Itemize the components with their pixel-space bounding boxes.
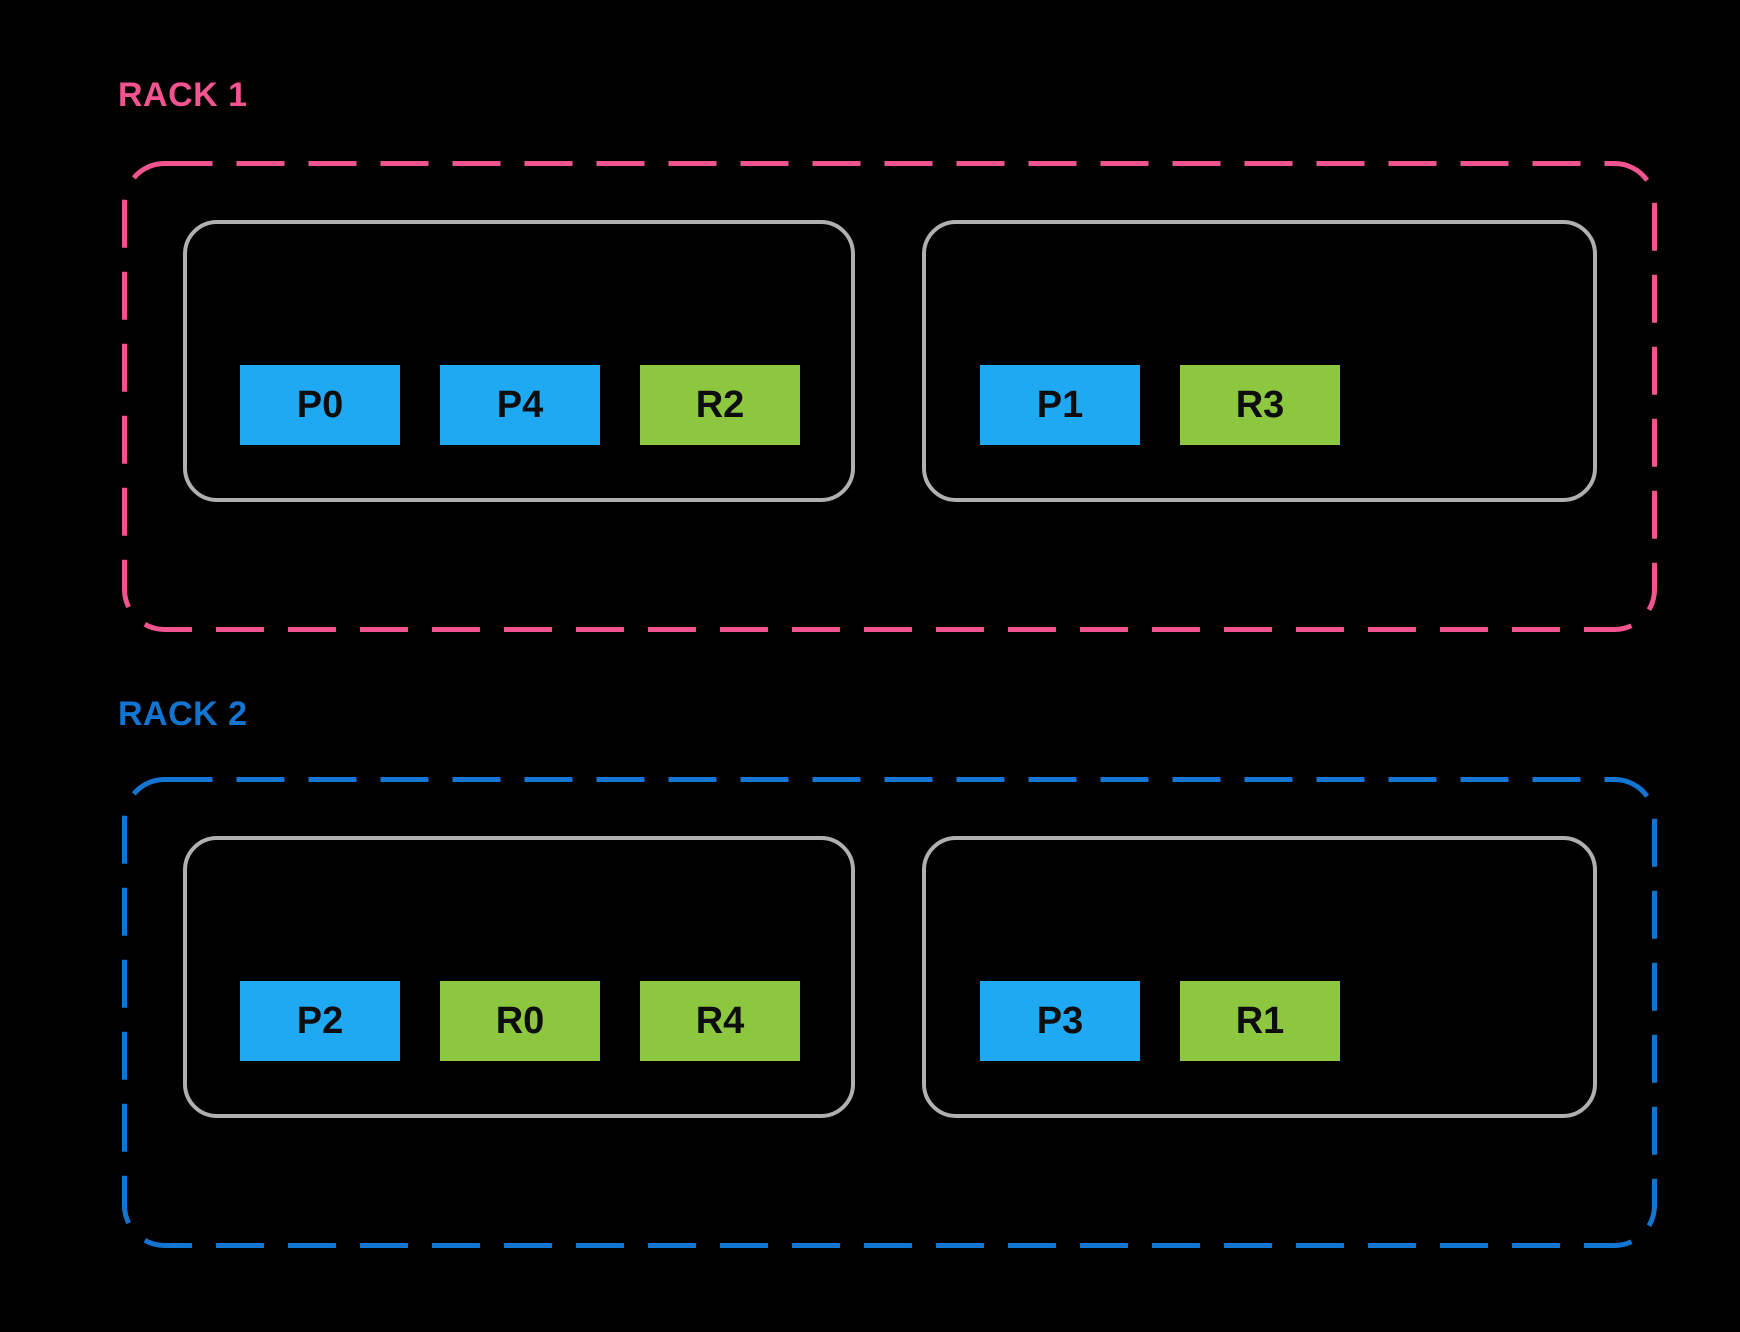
rack-1-group: P0 P4 R2 P1 R3 <box>122 161 1657 632</box>
replica-box-r3: R3 <box>1180 365 1340 445</box>
replica-box-r0: R0 <box>440 981 600 1061</box>
primary-box-p2-label: P2 <box>296 1000 344 1042</box>
primary-box-p1: P1 <box>980 365 1140 445</box>
replica-box-r2: R2 <box>640 365 800 445</box>
rack-2-group: P2 R0 R4 P3 R1 <box>122 777 1657 1248</box>
rack-2-host-2: P3 R1 <box>922 836 1597 1118</box>
rack-2-dashed-border <box>122 777 1657 1248</box>
rack-1-dashed-rect <box>122 161 1657 632</box>
primary-box-p4-label: P4 <box>496 384 544 426</box>
primary-box-p3-label: P3 <box>1036 1000 1084 1042</box>
rack-1-label: RACK 1 <box>118 76 248 114</box>
rack-1-dashed-border <box>122 161 1657 632</box>
primary-box-p0-label: P0 <box>296 384 344 426</box>
replica-box-r4: R4 <box>640 981 800 1061</box>
primary-box-p4: P4 <box>440 365 600 445</box>
replica-box-r1-label: R1 <box>1235 1000 1285 1042</box>
rack-2-label: RACK 2 <box>118 695 248 733</box>
rack-1-host-2: P1 R3 <box>922 220 1597 502</box>
rack-2-host-1: P2 R0 R4 <box>183 836 855 1118</box>
replica-box-r0-label: R0 <box>495 1000 545 1042</box>
replica-box-r3-label: R3 <box>1235 384 1285 426</box>
primary-box-p1-label: P1 <box>1036 384 1084 426</box>
primary-box-p3: P3 <box>980 981 1140 1061</box>
primary-box-p0: P0 <box>240 365 400 445</box>
replica-box-r1: R1 <box>1180 981 1340 1061</box>
primary-box-p2: P2 <box>240 981 400 1061</box>
replica-box-r4-label: R4 <box>695 1000 745 1042</box>
rack-2-dashed-rect <box>122 777 1657 1248</box>
replica-box-r2-label: R2 <box>695 384 745 426</box>
rack-1-host-1: P0 P4 R2 <box>183 220 855 502</box>
